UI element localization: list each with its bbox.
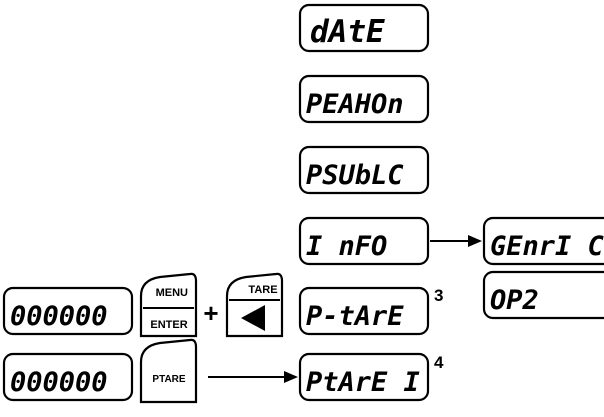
submenu-item-op2: OP2 [482,270,604,320]
display-row2-value: 000000 [10,367,108,398]
arrow-ptare-to-ptare1 [208,371,298,383]
left-arrow-icon [241,305,265,331]
tare-key[interactable]: TARE [225,272,284,338]
ptare-key[interactable]: PTARE [139,338,198,404]
enter-key-label: ENTER [150,319,187,331]
menu-item-ptare-label: P-tArE [306,301,404,332]
menu-item-ptare1-label: PtArE I [306,367,420,398]
menu-item-ptare: P-tArE [298,286,430,336]
plus-sign: + [203,298,218,328]
arrow-info-to-generic [430,235,482,247]
display-row1-value: 000000 [10,301,108,332]
menu-key-label: MENU [156,287,188,299]
menu-item-date: dAtE [298,3,430,53]
menu-item-peakhold-label: PEAHOn [306,89,404,120]
tare-key-label: TARE [248,284,277,296]
menu-enter-key[interactable]: MENU ENTER [139,272,198,338]
submenu-item-generic-label: GEnrI C [490,231,604,262]
ptare-key-label: PTARE [152,374,185,385]
menu-item-info: I nFO [298,216,430,266]
menu-item-ptare1: PtArE I [298,352,430,402]
menu-item-psubtc-label: PSUbLC [306,160,404,191]
note-3: 3 [434,286,443,305]
menu-item-info-label: I nFO [306,231,387,262]
submenu-item-generic: GEnrI C [482,216,604,266]
display-row1: 000000 [2,286,134,336]
display-row2: 000000 [2,352,134,402]
menu-item-date-label: dAtE [310,14,385,50]
menu-item-peakhold: PEAHOn [298,74,430,124]
menu-item-psubtc: PSUbLC [298,145,430,195]
note-4: 4 [434,353,444,372]
submenu-item-op2-label: OP2 [490,285,539,316]
